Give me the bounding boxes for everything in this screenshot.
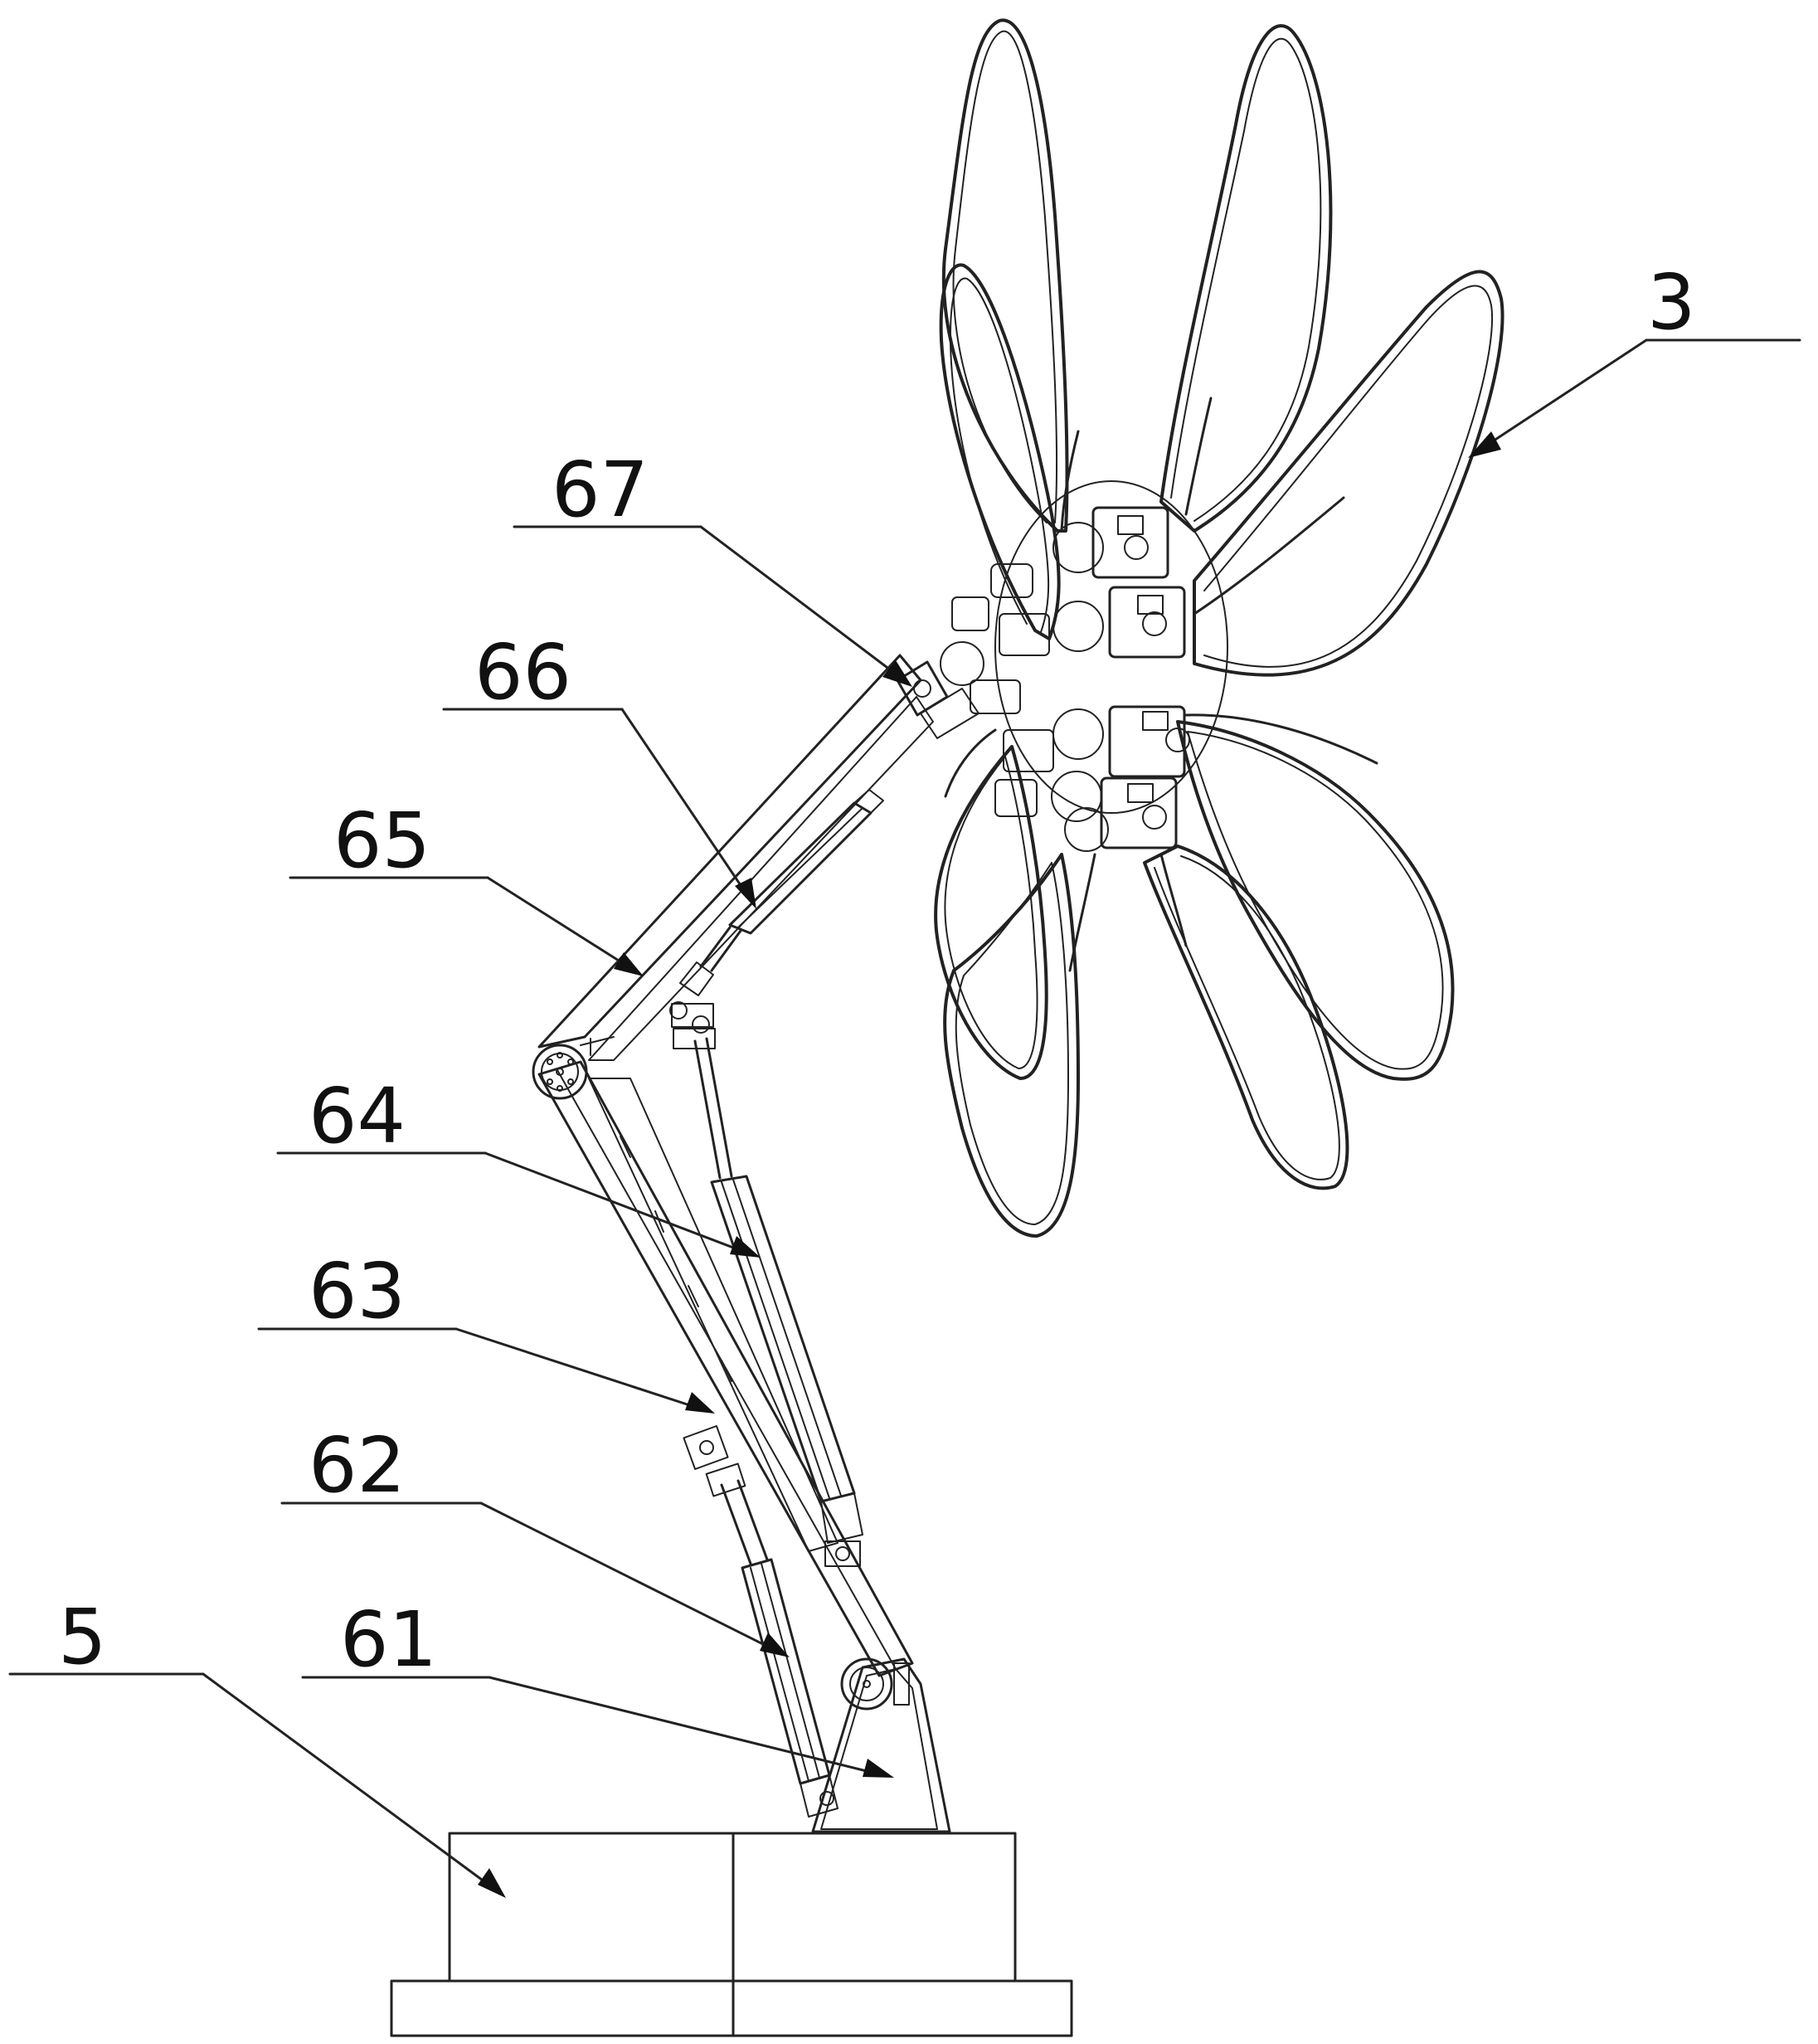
middle-arm	[537, 1028, 914, 1677]
callout-labels: 3 67 66 65 64 63 62 61 5	[58, 258, 1696, 1684]
label-63: 63	[309, 1247, 406, 1336]
wrist-joint	[896, 660, 979, 739]
label-3: 3	[1647, 258, 1696, 347]
head-hub	[940, 480, 1228, 852]
label-66: 66	[474, 628, 571, 717]
label-62: 62	[309, 1421, 406, 1510]
elbow-joint	[532, 1044, 588, 1100]
label-65: 65	[333, 796, 430, 885]
lower-arm	[705, 1462, 951, 1833]
base	[390, 1832, 1073, 2037]
label-5: 5	[58, 1593, 107, 1681]
label-67: 67	[552, 445, 649, 534]
upper-arm	[537, 654, 934, 1061]
leader-lines	[8, 338, 1801, 1898]
label-61: 61	[340, 1595, 437, 1684]
petals	[934, 18, 1504, 1238]
label-64: 64	[309, 1072, 406, 1161]
